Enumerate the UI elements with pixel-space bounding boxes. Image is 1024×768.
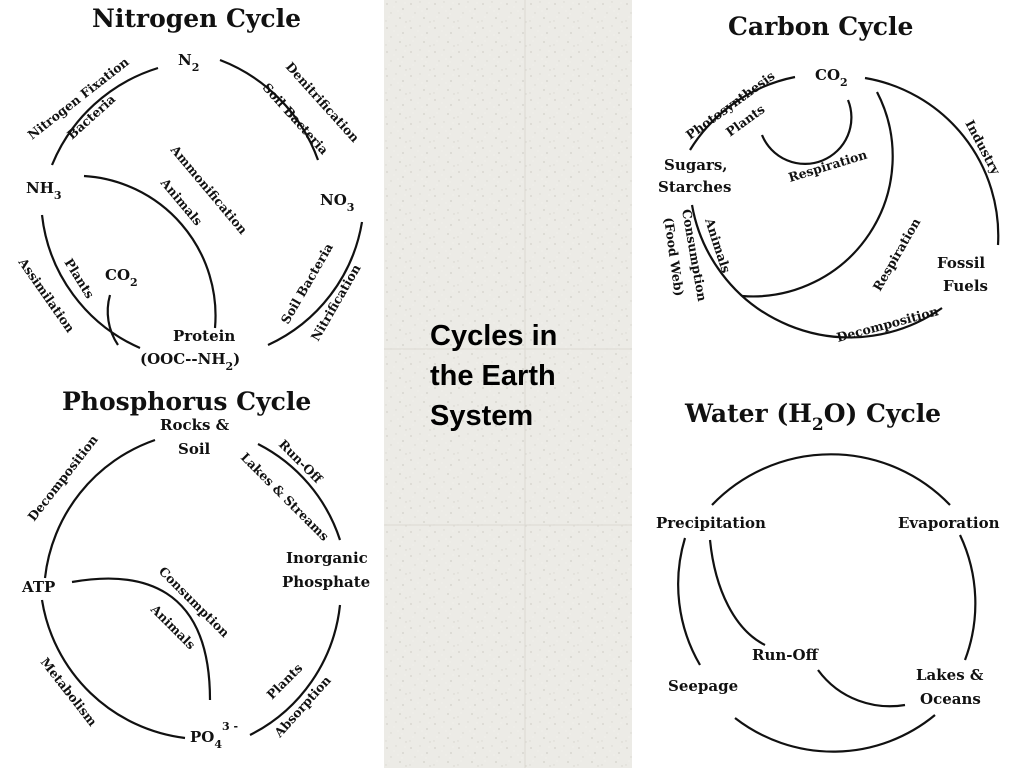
- cycle-arc: [708, 539, 766, 646]
- protein-label: Protein: [173, 327, 235, 345]
- phosphorus-title: Phosphorus Cycle: [62, 387, 311, 416]
- plants-label: Plants: [61, 256, 97, 301]
- respiration-label: Respiration: [870, 215, 924, 293]
- respiration-label: Respiration: [786, 147, 868, 185]
- center-title: Cycles in the Earth System: [430, 320, 565, 432]
- rocks-label: Rocks &: [160, 416, 230, 434]
- cycle-arc: [864, 76, 1000, 246]
- fuels-label: Fuels: [943, 277, 988, 295]
- cycle-arc: [734, 714, 936, 753]
- soil-label: Soil: [178, 440, 211, 458]
- cycle-arc: [249, 604, 342, 736]
- cycle-arc: [40, 599, 186, 740]
- phosphate-label: Phosphate: [282, 573, 370, 591]
- evaporation-label: Evaporation: [898, 514, 1000, 532]
- precipitation-label: Precipitation: [656, 514, 766, 532]
- cycle-arc: [677, 537, 701, 666]
- cycle-arc: [106, 294, 119, 346]
- cycle-arc: [760, 99, 853, 166]
- co2-label: CO2: [815, 66, 848, 89]
- cycle-arc: [50, 66, 159, 166]
- inorganic-label: Inorganic: [286, 549, 368, 567]
- carbon-cycle: Carbon Cycle CO2 Photosynthesis Plants R…: [658, 12, 1004, 345]
- run-off-label: Run-Off: [752, 646, 820, 664]
- nitrogen-cycle: Nitrogen Cycle N2 NH3 NO3 CO2 Protein (O…: [15, 4, 364, 373]
- sugars-label: Sugars,: [664, 156, 728, 174]
- seepage-label: Seepage: [668, 677, 738, 695]
- cycle-arc: [689, 75, 796, 151]
- cycle-arc: [83, 174, 217, 329]
- cycle-arc: [959, 534, 977, 661]
- starches-label: Starches: [658, 178, 731, 196]
- cycle-arc: [741, 91, 894, 298]
- oceans-label: Oceans: [920, 690, 981, 708]
- co2-label: CO2: [105, 266, 138, 289]
- denitrification-label: Denitrification: [283, 59, 363, 145]
- decomposition-label: Decomposition: [835, 303, 940, 345]
- metabolism-label: Metabolism: [38, 655, 101, 729]
- protein-formula: (OOC--NH2): [140, 350, 240, 373]
- animals-label: Animals: [702, 215, 734, 274]
- lakes-label: Lakes &: [916, 666, 984, 684]
- cycle-arc: [257, 443, 342, 541]
- water-title: Water (H2O) Cycle: [684, 399, 941, 435]
- atp-label: ATP: [21, 578, 55, 596]
- nitrogen-title: Nitrogen Cycle: [92, 4, 301, 33]
- cycle-arc: [267, 221, 364, 346]
- no3-label: NO3: [320, 191, 354, 214]
- fossil-label: Fossil: [937, 254, 985, 272]
- cycle-arc: [817, 669, 906, 708]
- po4-label: PO43 -: [190, 720, 238, 751]
- texture-strip: [384, 0, 632, 768]
- cycle-arc: [690, 204, 943, 339]
- cycle-arc: [711, 453, 951, 506]
- decomposition-label: Decomposition: [25, 432, 101, 524]
- run-off-label: Run-Off: [276, 437, 326, 487]
- cycle-arc: [219, 58, 320, 161]
- cycle-arc: [40, 214, 141, 350]
- water-cycle: Water (H2O) Cycle Precipitation Evaporat…: [656, 399, 1000, 753]
- cycle-arc: [43, 438, 156, 579]
- carbon-title: Carbon Cycle: [728, 12, 913, 41]
- cycle-arc: [71, 577, 212, 701]
- phosphorus-cycle: Phosphorus Cycle Rocks & Soil Decomposit…: [21, 387, 370, 751]
- n2-label: N2: [178, 51, 199, 74]
- nh3-label: NH3: [26, 179, 62, 202]
